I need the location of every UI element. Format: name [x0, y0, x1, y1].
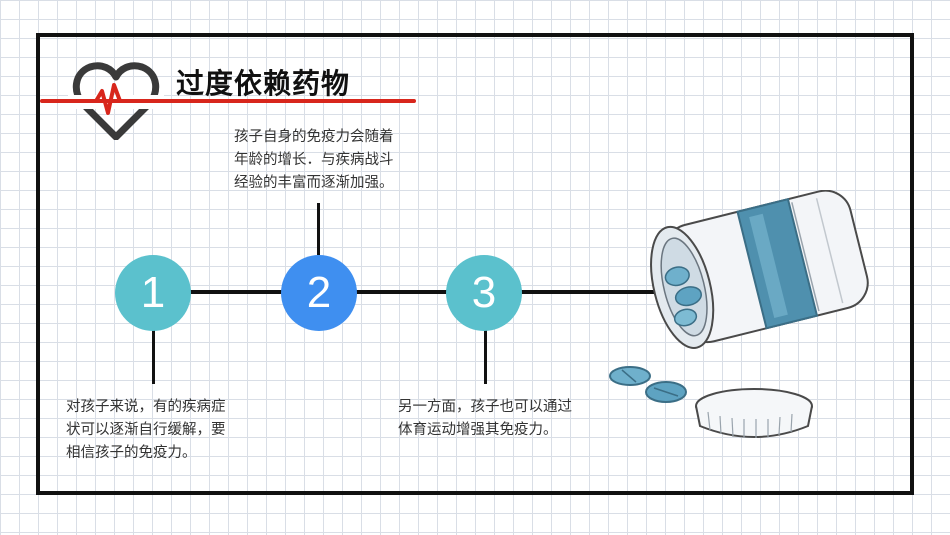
text-line: 另一方面，孩子也可以通过: [398, 399, 572, 415]
text-line: 孩子自身的免疫力会随着: [234, 129, 394, 145]
timeline-connector: [356, 290, 448, 294]
text-line: 对孩子来说，有的疾病症: [66, 399, 226, 415]
step-3-stem: [484, 330, 487, 384]
step-2-circle: 2: [281, 255, 357, 331]
timeline-connector: [521, 290, 656, 294]
content-frame: [36, 33, 914, 495]
text-line: 年龄的增长．与疾病战斗: [234, 152, 394, 168]
step-2-text: 孩子自身的免疫力会随着 年龄的增长．与疾病战斗 经验的丰富而逐渐加强。: [234, 126, 394, 195]
text-line: 相信孩子的免疫力。: [66, 445, 197, 461]
page-title: 过度依赖药物: [176, 67, 351, 100]
text-line: 状可以逐渐自行缓解，要: [66, 422, 226, 438]
text-line: 体育运动增强其免疫力。: [398, 422, 558, 438]
title-underline: [40, 99, 416, 103]
timeline-connector: [190, 290, 283, 294]
step-1-circle: 1: [115, 255, 191, 331]
step-1-text: 对孩子来说，有的疾病症 状可以逐渐自行缓解，要 相信孩子的免疫力。: [66, 396, 226, 465]
step-3-text: 另一方面，孩子也可以通过 体育运动增强其免疫力。: [398, 396, 572, 442]
step-2-stem: [317, 203, 320, 255]
step-3-circle: 3: [446, 255, 522, 331]
heartbeat-icon: [68, 62, 164, 140]
medicine-bottle-icon: [609, 190, 869, 438]
step-1-stem: [152, 330, 155, 384]
text-line: 经验的丰富而逐渐加强。: [234, 175, 394, 191]
